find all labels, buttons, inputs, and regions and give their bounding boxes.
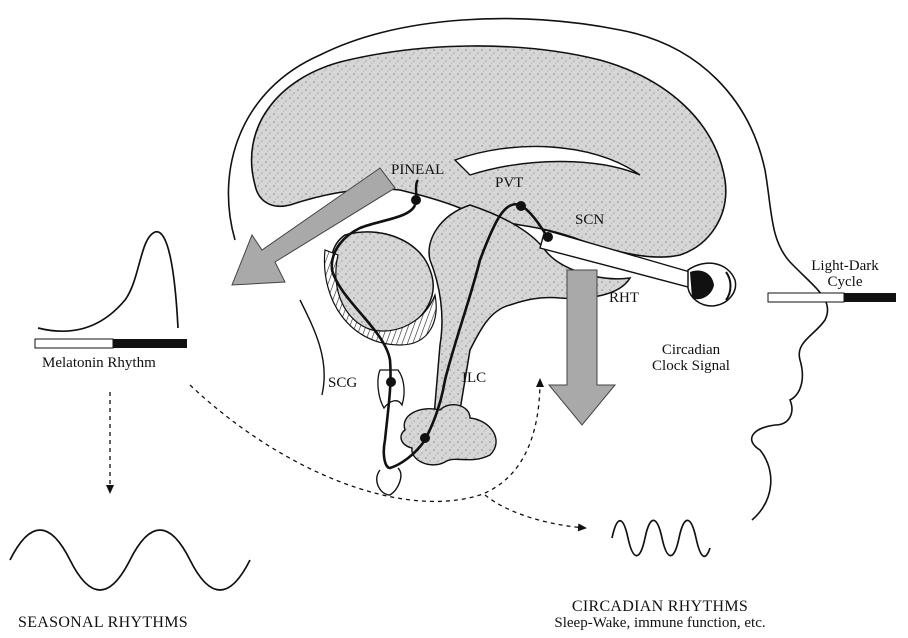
circadian-clock-signal-label-line1: Circadian [636, 342, 746, 359]
scg-node [386, 377, 396, 387]
scg-label: SCG [328, 375, 357, 392]
melatonin-rhythm-label: Melatonin Rhythm [42, 355, 156, 372]
dashed-arrow-to-circadian-rhythms [485, 495, 585, 528]
ilc-label: ILC [462, 370, 486, 387]
circadian-rhythm-wave [612, 520, 710, 556]
scn-node [543, 232, 553, 242]
melatonin-light-bar [35, 339, 113, 348]
pineal-node [411, 195, 421, 205]
melatonin-rhythm-curve [38, 232, 178, 331]
light-dark-label-line1: Light-Dark [798, 258, 892, 275]
circadian-rhythms-label: CIRCADIAN RHYTHMS [510, 598, 810, 615]
light-dark-light-bar [768, 293, 844, 302]
melatonin-dark-bar [113, 339, 187, 348]
light-dark-label-line2: Cycle [798, 274, 892, 291]
scn-label: SCN [575, 212, 604, 229]
pituitary-gland [401, 405, 496, 465]
circadian-clock-signal-label-line2: Clock Signal [636, 358, 746, 375]
pvt-label: PVT [495, 175, 523, 192]
pineal-label: PINEAL [391, 162, 444, 179]
rht-label: RHT [609, 290, 639, 307]
neck-back [300, 300, 324, 395]
seasonal-rhythm-wave [10, 530, 250, 590]
spinal-cord [377, 468, 401, 495]
circadian-rhythms-sublabel: Sleep-Wake, immune function, etc. [490, 615, 830, 632]
ilc-node [420, 433, 430, 443]
pvt-node [516, 201, 526, 211]
seasonal-rhythms-label: SEASONAL RHYTHMS [18, 614, 188, 631]
light-dark-dark-bar [844, 293, 896, 302]
